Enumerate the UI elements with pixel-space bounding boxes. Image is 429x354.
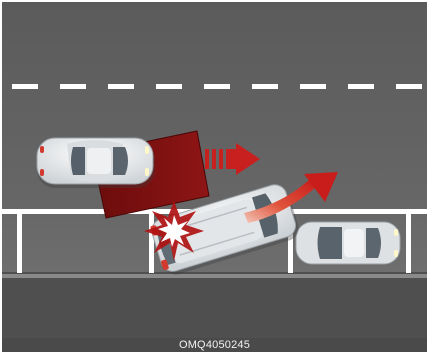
parking-scene-illustration bbox=[2, 2, 427, 352]
parked-car bbox=[296, 222, 400, 264]
lane-dashes bbox=[12, 84, 422, 89]
image-caption: OMQ4050245 bbox=[2, 338, 427, 352]
illustration-frame: OMQ4050245 bbox=[2, 2, 427, 352]
road-edge bbox=[2, 272, 427, 338]
curb-line bbox=[2, 274, 427, 278]
approaching-car bbox=[37, 138, 155, 188]
